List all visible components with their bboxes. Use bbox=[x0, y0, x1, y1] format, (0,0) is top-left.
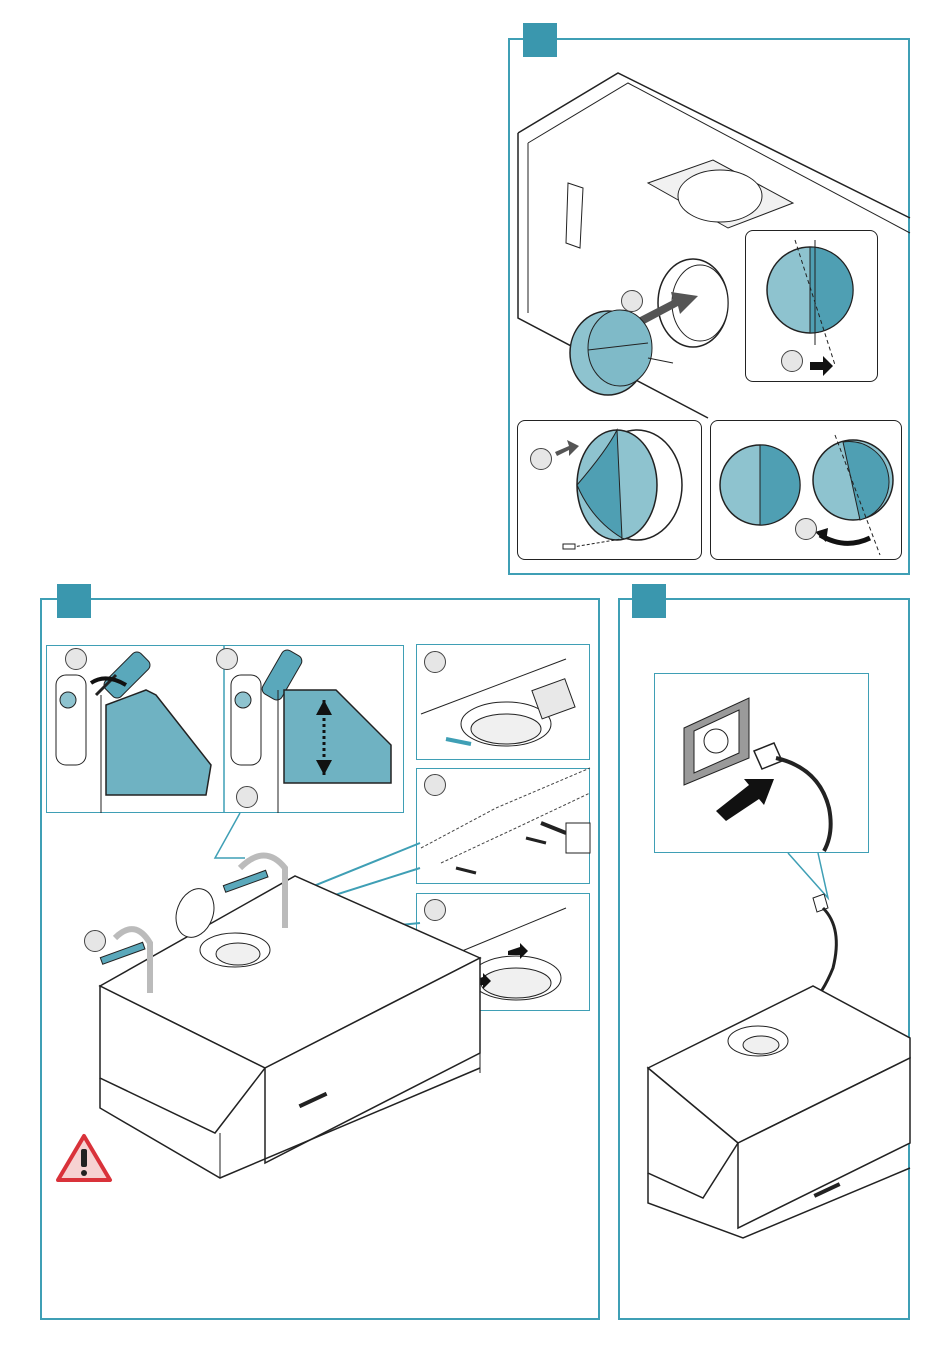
callout-1 bbox=[621, 290, 643, 312]
callout-2 bbox=[781, 350, 803, 372]
hood-mounting-illustration bbox=[40, 598, 600, 1320]
alignment-disc bbox=[745, 230, 878, 382]
hood-electrical-illustration bbox=[618, 598, 910, 1320]
callout-4 bbox=[795, 518, 817, 540]
warning-triangle-icon bbox=[55, 1133, 113, 1183]
callout-3 bbox=[530, 448, 552, 470]
damper-insert-illustration bbox=[517, 420, 702, 560]
callout-11 bbox=[84, 930, 106, 952]
